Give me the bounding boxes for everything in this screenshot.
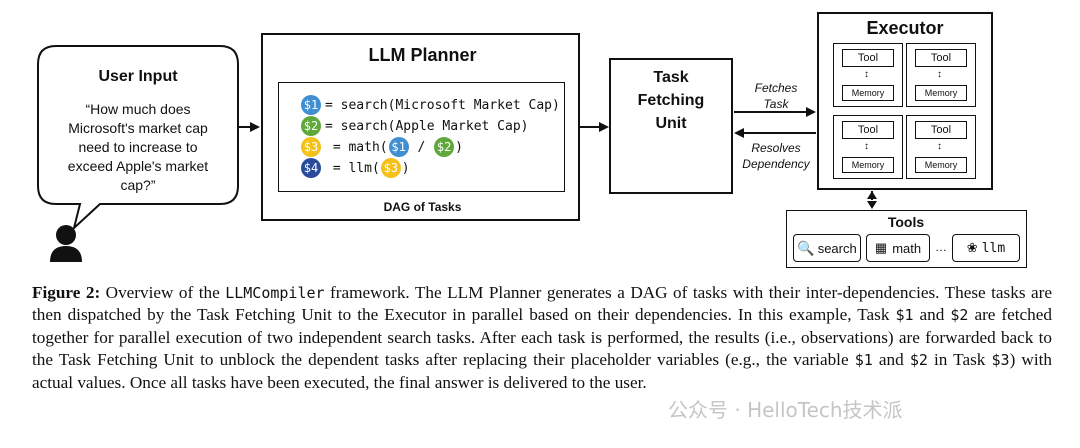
dag-code-box: $1 = search(Microsoft Market Cap) $2 = s… xyxy=(278,82,565,192)
llm-planner-title: LLM Planner xyxy=(368,45,477,65)
tool-llm: ❀ llm xyxy=(952,234,1020,262)
dag-label: DAG of Tasks xyxy=(383,200,462,214)
var-badge-3: $3 xyxy=(301,137,321,157)
task-fetching-unit-box: Task Fetching Unit xyxy=(609,58,733,194)
executor-cell-3: Tool ↕ Memory xyxy=(833,115,903,179)
task-fetching-unit-title: Task Fetching Unit xyxy=(637,69,705,132)
var-badge-4: $4 xyxy=(301,158,321,178)
tool-search: 🔍 search xyxy=(793,234,861,262)
executor-cell-1: Tool ↕ Memory xyxy=(833,43,903,107)
dag-line-3: $3 = math( $1 / $2 ) xyxy=(301,137,463,157)
executor-cell-4: Tool ↕ Memory xyxy=(906,115,976,179)
fetches-task-label: Fetches Task xyxy=(754,81,798,111)
var-badge-1: $1 xyxy=(301,95,321,115)
dag-line-4: $4 = llm( $3 ) xyxy=(301,158,410,178)
tool-math: ▦ math xyxy=(866,234,930,262)
figure-label: Figure 2: xyxy=(32,283,101,302)
user-avatar-icon xyxy=(50,225,82,262)
network-icon: ❀ xyxy=(966,240,978,255)
figure-caption: Figure 2: Overview of the LLMCompiler fr… xyxy=(32,283,1052,392)
llm-planner-box: LLM Planner $1 = search(Microsoft Market… xyxy=(261,33,580,221)
executor-title: Executor xyxy=(866,18,944,38)
speech-bubble xyxy=(37,45,239,232)
calculator-icon: ▦ xyxy=(874,240,888,255)
watermark: 公众号 · HelloTech技术派 xyxy=(668,398,903,422)
tools-box: Tools xyxy=(786,210,1027,268)
tools-ellipsis: … xyxy=(935,240,947,254)
dag-line-1: $1 = search(Microsoft Market Cap) xyxy=(301,95,560,115)
dag-line-2: $2 = search(Apple Market Cap) xyxy=(301,116,529,136)
user-input-title: User Input xyxy=(98,68,178,85)
tools-title: Tools xyxy=(887,214,925,230)
user-query-text: “How much does Microsoft's market cap ne… xyxy=(67,101,209,193)
var-badge-2: $2 xyxy=(301,116,321,136)
executor-box: Executor Tool ↕ Memory Tool ↕ Memory Too… xyxy=(817,12,993,190)
resolves-dependency-label: Resolves Dependency xyxy=(742,141,810,171)
executor-cell-2: Tool ↕ Memory xyxy=(906,43,976,107)
search-icon: 🔍 xyxy=(797,239,815,256)
